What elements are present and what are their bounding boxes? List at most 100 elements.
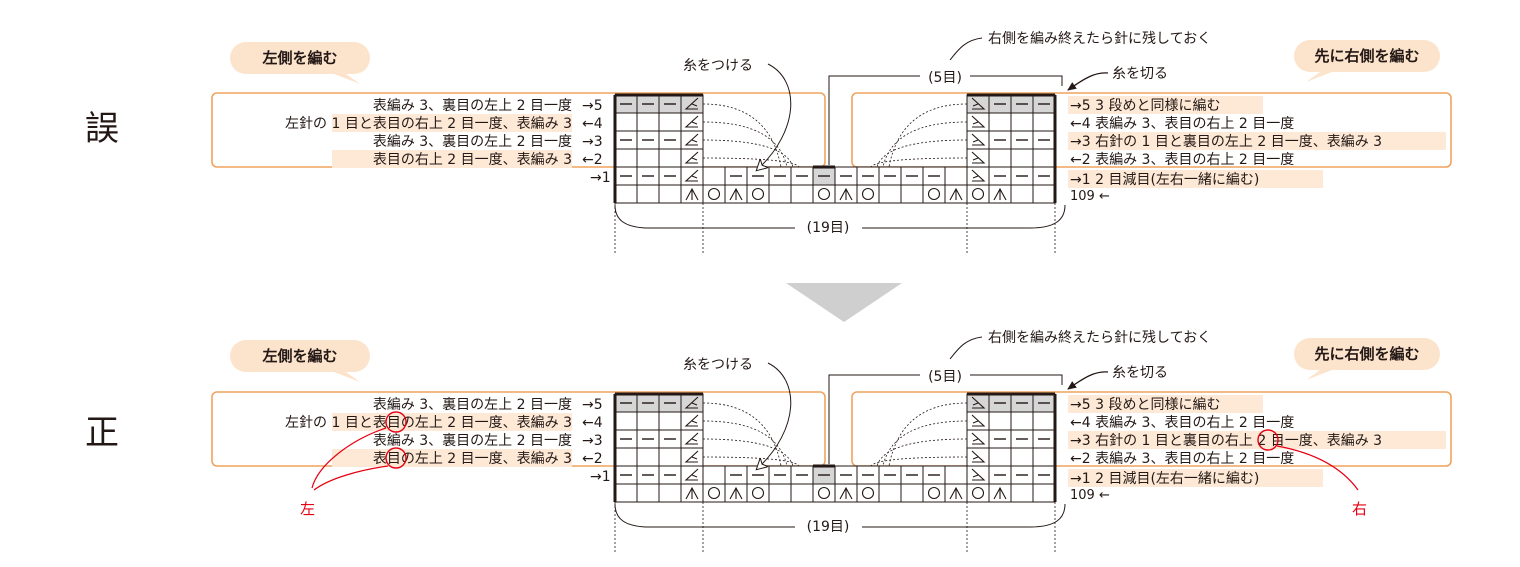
right-left-row2-text: 表目の左上 2 目一度、表編み 3 bbox=[373, 451, 572, 467]
attach-yarn-arrow bbox=[757, 63, 792, 170]
five-sts-bracket bbox=[828, 75, 1063, 165]
chart-cell bbox=[878, 184, 902, 204]
right-left-row4-text: 左針の 1 目と表目の左上 2 目一度、表編み 3 bbox=[285, 415, 572, 431]
chart-cell bbox=[614, 148, 638, 168]
wrong-left-row3-num: →3 bbox=[582, 134, 603, 150]
red-circle-left-row4 bbox=[385, 411, 407, 433]
yarn-path-left bbox=[702, 139, 794, 168]
keep-on-needle-label-2: 右側を編み終えたら針に残しておく bbox=[988, 330, 1211, 346]
yarn-path-left bbox=[702, 157, 800, 168]
yarn-over-symbol bbox=[751, 486, 765, 500]
wrong-right-row5-text: →5 3 段めと同様に編む bbox=[1070, 98, 1220, 114]
chart-cell bbox=[614, 411, 638, 431]
yarn-path-right bbox=[882, 420, 968, 467]
chart-cell bbox=[900, 483, 924, 503]
left-decrease-symbol bbox=[684, 115, 699, 128]
right-right-row3-text: →3 右針の 1 目と裏目の右上 2 目一度、表編み 3 bbox=[1070, 432, 1382, 449]
chart-cell bbox=[1010, 112, 1034, 132]
wrong-left-row4-num: ←4 bbox=[582, 116, 603, 132]
right-left-row3-text: 表編み 3、裏目の左上 2 目一度 bbox=[373, 432, 572, 449]
chart-cell bbox=[636, 148, 660, 168]
yarn-over-symbol bbox=[751, 187, 765, 201]
right-bubble-2-text: 先に右側を編む bbox=[1314, 345, 1419, 363]
left-decrease-symbol bbox=[684, 97, 699, 110]
chart-cell bbox=[702, 465, 726, 485]
chart-cell bbox=[1032, 411, 1056, 431]
yarn-over-symbol bbox=[861, 187, 875, 201]
left-decrease-stroke bbox=[691, 438, 698, 442]
chart-cell bbox=[944, 465, 968, 485]
attach-yarn-label-2: 糸をつける bbox=[683, 357, 753, 373]
yarn-path-right bbox=[888, 103, 968, 168]
nineteen-sts-label-2: (19目) bbox=[807, 519, 850, 535]
chart-cell bbox=[636, 184, 660, 204]
chart-cell bbox=[790, 483, 814, 503]
chart-cell bbox=[966, 184, 990, 204]
left-decrease-stroke bbox=[691, 402, 698, 406]
chart-cell bbox=[922, 184, 946, 204]
left-decrease-stroke bbox=[691, 175, 698, 179]
right-decrease-symbol bbox=[971, 414, 986, 427]
chart-cell bbox=[966, 483, 990, 503]
left-decrease-stroke bbox=[691, 157, 698, 161]
right-bubble: 先に右側を編む bbox=[1294, 40, 1440, 82]
wrong-left-row1-num: →1 bbox=[590, 170, 611, 186]
right-frame bbox=[851, 92, 1452, 168]
wrong-right-row1-text: →1 2 目減目(左右一緒に編む) bbox=[1070, 171, 1259, 188]
yarn-path-left bbox=[702, 456, 800, 467]
chart-cell bbox=[1032, 148, 1056, 168]
chart-cell bbox=[1010, 447, 1034, 467]
right-decrease-stroke bbox=[972, 438, 979, 442]
wrong-mark: 誤 bbox=[85, 109, 119, 149]
chart-cell bbox=[812, 184, 836, 204]
left-decrease-stroke bbox=[691, 103, 698, 107]
red-right-label: 右 bbox=[1352, 500, 1367, 518]
red-circle-right-row3 bbox=[1257, 429, 1279, 451]
chart-cell bbox=[702, 184, 726, 204]
right-decrease-stroke bbox=[972, 157, 979, 161]
chart-cell bbox=[614, 447, 638, 467]
left-decrease-symbol bbox=[684, 151, 699, 164]
chart-cell bbox=[988, 148, 1012, 168]
yarn-over-symbol bbox=[817, 486, 831, 500]
chart-cell bbox=[636, 112, 660, 132]
chart-cell bbox=[636, 411, 660, 431]
nineteen-sts-bracket-2 bbox=[614, 503, 1066, 528]
yarn-over-symbol bbox=[707, 187, 721, 201]
down-arrow bbox=[786, 283, 902, 322]
chart-cell bbox=[614, 112, 638, 132]
left-decrease-symbol bbox=[684, 432, 699, 445]
right-right-row2-text: ←2 表編み 3、表目の右上 2 目一度 bbox=[1070, 451, 1294, 467]
correction-marks: 左 右 bbox=[300, 411, 1367, 518]
left-decrease-stroke bbox=[691, 121, 698, 125]
right-left-row1-num: →1 bbox=[590, 469, 611, 485]
left-decrease-stroke bbox=[691, 456, 698, 460]
left-decrease-symbol bbox=[684, 169, 699, 182]
chart-cell bbox=[746, 184, 770, 204]
right-left-row4-num: ←4 bbox=[582, 415, 603, 431]
yarn-over-symbol bbox=[927, 187, 941, 201]
chart-cell bbox=[922, 483, 946, 503]
wrong-row109-label: 109 ← bbox=[1070, 189, 1110, 204]
wrong-panel: 誤 左側を編む 先に右側を編む 表編み 3、裏目の左上 2 目一度 左針の 1 … bbox=[85, 31, 1452, 253]
left-decrease-symbol bbox=[684, 133, 699, 146]
chart-cell bbox=[658, 411, 682, 431]
five-sts-label-2: (5目) bbox=[928, 369, 962, 385]
right-decrease-stroke bbox=[972, 139, 979, 143]
chart-cell bbox=[988, 447, 1012, 467]
chart-cell bbox=[988, 411, 1012, 431]
chart-cell bbox=[790, 184, 814, 204]
chart-cell bbox=[1032, 447, 1056, 467]
right-left-row3-num: →3 bbox=[582, 433, 603, 449]
left-decrease-stroke bbox=[691, 474, 698, 478]
yarn-path-right bbox=[876, 139, 968, 168]
attach-yarn-arrow-2 bbox=[757, 362, 792, 469]
five-sts-label: (5目) bbox=[928, 70, 962, 86]
right-decrease-symbol bbox=[971, 450, 986, 463]
right-right-row1-text: →1 2 目減目(左右一緒に編む) bbox=[1070, 470, 1259, 487]
right-decrease-stroke bbox=[972, 121, 979, 125]
keep-on-needle-label: 右側を編み終えたら針に残しておく bbox=[988, 31, 1211, 47]
yarn-over-symbol bbox=[861, 486, 875, 500]
chart-cell bbox=[1010, 411, 1034, 431]
